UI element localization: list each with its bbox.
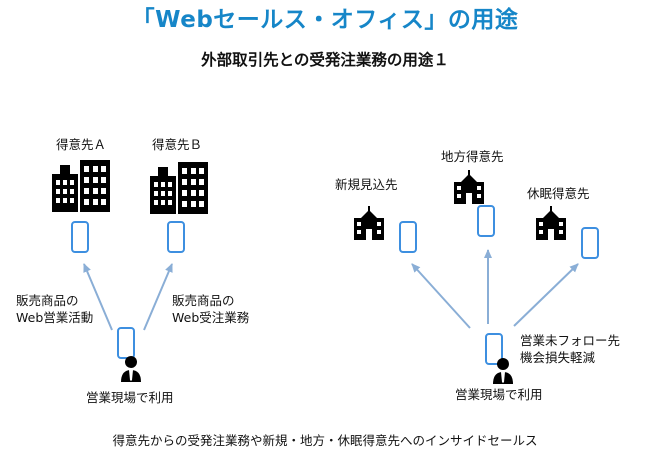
smartphone-icon [485, 333, 503, 365]
new-prospect-label: 新規見込先 [335, 177, 398, 192]
left-user-label: 営業現場で利用 [86, 390, 174, 405]
office-building-icon [52, 160, 110, 212]
client-a-label: 得意先Ａ [56, 137, 107, 152]
arrow-icon [411, 263, 471, 329]
office-building-icon [150, 162, 208, 214]
left-arrow-label-line2: Web営業活動 [16, 310, 94, 325]
school-building-icon [454, 170, 484, 204]
page-subtitle: 外部取引先との受発注業務の用途１ [201, 51, 449, 69]
arrow-icon [513, 263, 579, 327]
right-arrow-label-line1: 販売商品の [172, 293, 235, 308]
dormant-client-label: 休眠得意先 [527, 186, 590, 201]
client-b-label: 得意先Ｂ [152, 137, 203, 152]
regional-client-label: 地方得意先 [441, 149, 504, 164]
right-side-label-line1: 営業未フォロー先 [520, 333, 621, 348]
arrow-icon [143, 263, 173, 331]
smartphone-icon [71, 221, 185, 253]
page-title: 「Webセールス・オフィス」の用途 [131, 7, 519, 33]
arrow-icon [83, 263, 113, 331]
left-arrow-label-line1: 販売商品の [16, 293, 79, 308]
salesperson-icon [121, 356, 141, 382]
school-building-icon [354, 206, 384, 240]
salesperson-icon [493, 358, 513, 384]
smartphone-icon [117, 327, 135, 359]
footer-caption: 得意先からの受発注業務や新規・地方・休眠得意先へのインサイドセールス [112, 433, 538, 448]
school-building-icon [536, 206, 566, 240]
right-arrow-label-line2: Web受注業務 [172, 310, 250, 325]
right-user-label: 営業現場で利用 [455, 387, 543, 402]
right-side-label-line2: 機会損失軽減 [520, 350, 596, 365]
smartphone-icon [399, 205, 599, 259]
